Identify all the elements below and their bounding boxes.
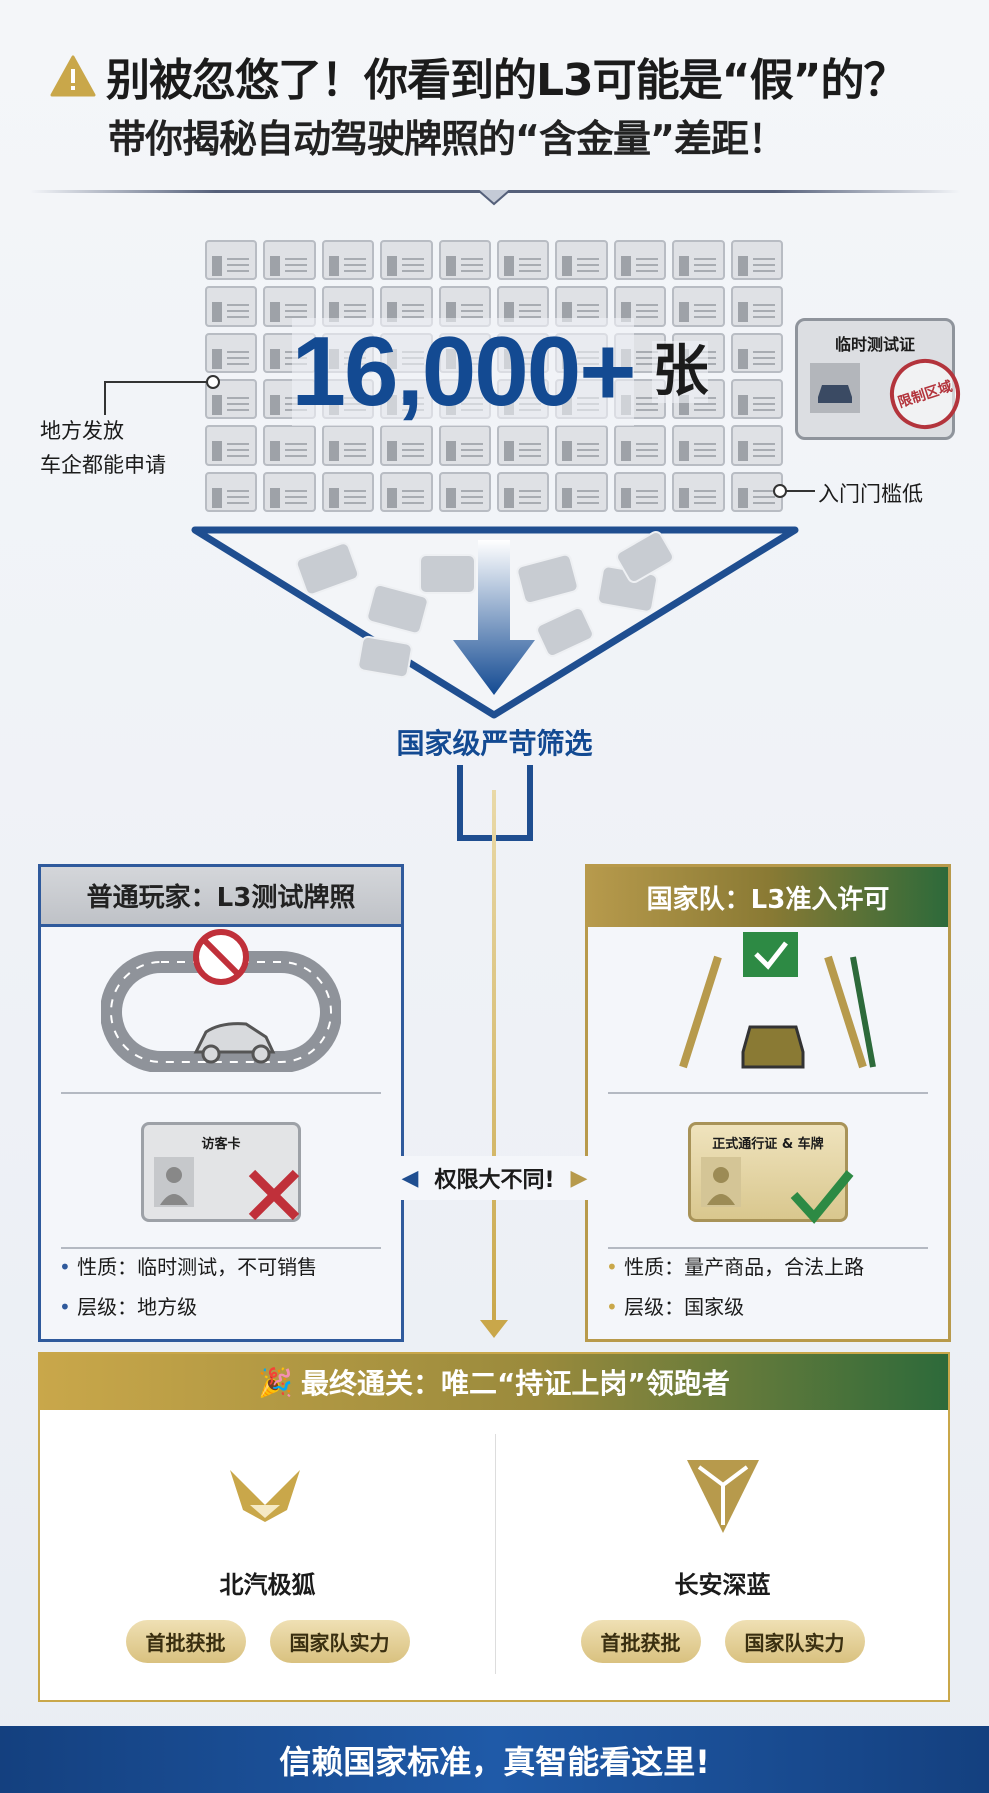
final-header: 🎉最终通关：唯二“持证上岗”领跑者 — [40, 1354, 948, 1410]
mini-license-card — [321, 240, 375, 281]
person-icon — [701, 1157, 741, 1207]
mini-license-card — [730, 378, 783, 420]
mini-license-card — [555, 240, 608, 281]
restricted-area-stamp: 限制区域 — [880, 349, 970, 439]
mini-license-card — [205, 286, 258, 327]
mini-license-card — [555, 471, 608, 512]
mini-license-card — [672, 240, 725, 281]
funnel-graphic — [191, 526, 799, 841]
mini-license-card — [438, 425, 491, 466]
mini-license-card — [263, 471, 316, 512]
brand-deepal: 长安深蓝 首批获批国家队实力 — [495, 1410, 950, 1700]
brand-tag: 国家队实力 — [269, 1620, 410, 1663]
access-permit-bullets: • 性质：量产商品，合法上路 • 层级：国家级 — [606, 1255, 865, 1319]
license-count-row: 16,000+ 张 — [240, 316, 760, 426]
license-unit: 张 — [652, 339, 709, 405]
mini-license-card — [497, 240, 550, 281]
brand-tag: 首批获批 — [125, 1620, 246, 1663]
main-title: 别被忽悠了！你看到的L3可能是“假”的？ — [50, 44, 907, 108]
divider — [61, 1247, 381, 1249]
mini-license-card — [613, 471, 667, 512]
local-issue-note: 地方发放车企都能申请 — [40, 419, 166, 477]
access-permit-panel: 国家队：L3准入许可 正式通行证 & 车牌 • 性质：量产商品，合法上路 • 层… — [585, 864, 951, 1342]
mini-license-card — [205, 240, 258, 281]
mini-license-card — [497, 425, 550, 466]
arcfox-logo-icon — [230, 1470, 300, 1522]
party-popper-icon: 🎉 — [258, 1365, 294, 1399]
mini-license-card — [205, 332, 258, 373]
temporary-test-card: 临时测试证 限制区域 — [795, 318, 970, 440]
mini-license-card — [730, 425, 783, 466]
mini-license-card — [672, 286, 725, 327]
final-leaders-panel: 🎉最终通关：唯二“持证上岗”领跑者 北汽极狐 首批获批国家队实力 长安深蓝 首批… — [38, 1352, 950, 1702]
chevron-down-icon — [478, 190, 510, 206]
divider — [61, 1092, 381, 1094]
mini-license-card — [263, 425, 316, 466]
test-license-panel: 普通玩家：L3测试牌照 访客卡 • 性质：临时测试，不可销售 • 层级：地方级 — [38, 864, 404, 1342]
mini-license-card — [613, 425, 667, 466]
divider — [495, 1434, 496, 1674]
mini-license-card — [672, 425, 725, 466]
visitor-card: 访客卡 — [141, 1122, 301, 1222]
connector-line — [104, 375, 220, 415]
arrow-down-icon — [480, 1320, 508, 1338]
mini-license-card — [730, 240, 783, 281]
mini-license-card — [263, 240, 316, 281]
arrow-left-icon: ◀ — [401, 1165, 419, 1191]
low-threshold-note: 入门门槛低 — [818, 482, 923, 506]
mini-license-card — [321, 471, 375, 512]
mini-license-card — [380, 425, 433, 466]
warning-triangle-icon — [50, 55, 96, 97]
red-x-icon — [248, 1169, 300, 1221]
mini-license-card — [672, 471, 725, 512]
mini-license-card — [613, 240, 667, 281]
arrow-right-icon: ▶ — [570, 1165, 588, 1191]
car-icon — [810, 363, 860, 413]
mini-license-card — [321, 425, 375, 466]
highway-check-icon — [679, 932, 876, 1069]
official-permit-card: 正式通行证 & 车牌 — [688, 1122, 854, 1224]
mini-license-card — [438, 240, 491, 281]
mini-license-card — [555, 425, 608, 466]
divider — [608, 1247, 928, 1249]
mini-license-card — [205, 471, 258, 512]
green-check-icon — [790, 1170, 854, 1224]
license-count: 16,000+ — [291, 316, 636, 426]
footer-banner: 信赖国家标准，真智能看这里! — [0, 1726, 989, 1793]
brand-arcfox: 北汽极狐 首批获批国家队实力 — [40, 1410, 495, 1700]
mini-license-card — [730, 286, 783, 327]
subtitle: 带你揭秘自动驾驶牌照的“含金量”差距！ — [108, 117, 786, 161]
person-icon — [154, 1157, 194, 1207]
test-track-icon — [101, 929, 341, 1072]
divider — [608, 1092, 928, 1094]
mini-license-card — [380, 240, 433, 281]
mini-license-card — [205, 425, 258, 466]
deepal-logo-icon — [687, 1460, 759, 1533]
mini-license-card — [380, 471, 433, 512]
mini-license-card — [730, 332, 783, 373]
connector-line — [773, 484, 815, 498]
mini-license-card — [438, 471, 491, 512]
mini-license-card — [497, 471, 550, 512]
filter-label: 国家级严苛筛选 — [396, 727, 593, 760]
brand-tag: 首批获批 — [580, 1620, 701, 1663]
difference-label: ◀ 权限大不同! ▶ — [370, 1156, 619, 1200]
test-license-bullets: • 性质：临时测试，不可销售 • 层级：地方级 — [59, 1255, 318, 1319]
brand-tag: 国家队实力 — [724, 1620, 865, 1663]
gold-flow-line — [492, 790, 496, 1330]
